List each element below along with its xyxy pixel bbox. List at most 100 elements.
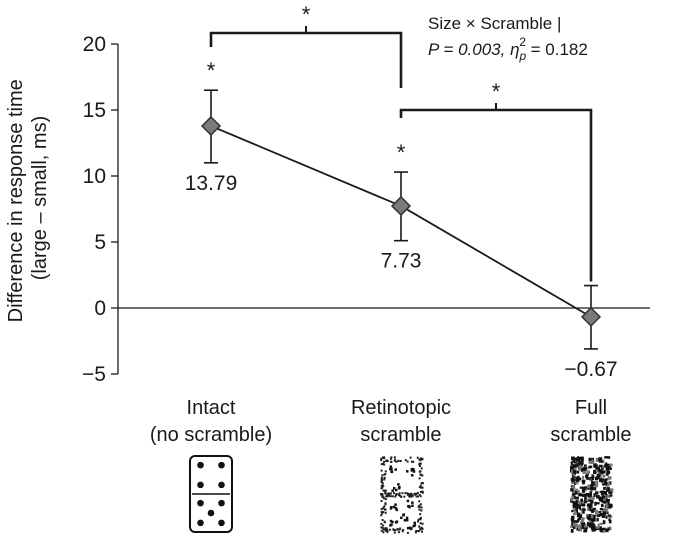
- noise-fragment: [581, 467, 584, 472]
- scramble-fragment: [393, 456, 396, 459]
- scramble-fragment: [406, 493, 409, 496]
- scramble-fragment: [407, 505, 410, 508]
- noise-fragment: [585, 473, 589, 476]
- noise-fragment: [587, 493, 592, 498]
- scramble-fragment: [383, 497, 386, 500]
- noise-fragment: [573, 520, 577, 524]
- scramble-fragment: [385, 529, 388, 532]
- significance-star: *: [207, 58, 216, 83]
- domino-retinotopic-scramble-icon: [380, 456, 424, 534]
- category-labels: Intact(no scramble)RetinotopicscrambleFu…: [150, 397, 632, 446]
- scramble-fragment: [380, 508, 383, 511]
- noise-fragment: [593, 469, 597, 474]
- data-label: 13.79: [185, 172, 238, 195]
- domino-pip: [197, 481, 204, 489]
- noise-fragment: [591, 500, 594, 504]
- noise-fragment: [603, 486, 606, 490]
- y-axis-title-line2: (large – small, ms): [29, 116, 51, 280]
- noise-fragment: [571, 515, 575, 520]
- noise-fragment: [594, 486, 597, 491]
- scramble-fragment: [402, 528, 405, 531]
- noise-fragment: [583, 500, 588, 503]
- scramble-fragment: [403, 518, 407, 522]
- noise-fragment: [601, 509, 605, 512]
- scramble-fragment: [390, 460, 393, 463]
- noise-fragment: [578, 528, 582, 532]
- scramble-fragment: [381, 474, 384, 477]
- noise-fragment: [604, 456, 608, 459]
- noise-fragment: [573, 467, 577, 472]
- scramble-fragment: [410, 474, 414, 477]
- y-tick-label: 10: [83, 165, 106, 188]
- noise-fragment: [592, 481, 596, 486]
- comparison-bracket: [399, 108, 593, 282]
- scramble-fragment: [404, 459, 407, 462]
- noise-fragment: [607, 456, 611, 459]
- noise-fragment: [602, 496, 606, 501]
- scramble-fragment: [390, 456, 393, 459]
- noise-fragment: [607, 476, 611, 480]
- scramble-fragment: [384, 498, 387, 501]
- noise-fragment: [606, 511, 609, 515]
- scramble-fragment: [384, 489, 387, 492]
- noise-fragment: [580, 521, 584, 525]
- noise-fragment: [596, 517, 599, 522]
- scramble-fragment: [410, 460, 413, 463]
- noise-fragment: [597, 457, 601, 462]
- scramble-fragment: [380, 484, 383, 487]
- scramble-fragment: [417, 520, 420, 523]
- scramble-fragment: [386, 529, 389, 532]
- noise-fragment: [607, 527, 611, 531]
- scramble-fragment: [381, 482, 384, 485]
- scramble-fragment: [388, 492, 391, 495]
- data-labels: 13.79*7.73*−0.67: [185, 58, 618, 381]
- noise-fragment: [605, 504, 609, 508]
- noise-fragment: [602, 529, 606, 533]
- noise-fragment: [575, 496, 579, 500]
- scramble-fragment: [385, 527, 388, 530]
- noise-fragment: [587, 516, 591, 520]
- scramble-fragment: [384, 527, 387, 530]
- scramble-fragment: [390, 470, 394, 473]
- scramble-fragment: [387, 494, 390, 497]
- scramble-fragment: [401, 530, 404, 533]
- scramble-fragment: [385, 459, 388, 462]
- noise-fragment: [574, 488, 579, 492]
- scramble-fragment: [389, 457, 392, 460]
- scramble-fragment: [400, 495, 403, 498]
- noise-fragment: [576, 459, 581, 462]
- noise-fragment: [579, 486, 583, 489]
- scramble-fragment: [406, 460, 409, 463]
- scramble-fragment: [411, 501, 414, 504]
- domino-pip: [197, 461, 204, 469]
- noise-fragment: [605, 509, 609, 513]
- comparison-star: *: [302, 2, 311, 27]
- scramble-fragment: [383, 478, 386, 481]
- scramble-fragment: [381, 495, 384, 498]
- domino-intact-icon: [189, 455, 233, 533]
- noise-fragment: [603, 527, 606, 531]
- noise-fragment: [608, 505, 612, 509]
- noise-fragment: [605, 515, 608, 519]
- scramble-fragment: [380, 514, 383, 517]
- noise-fragment: [581, 461, 584, 465]
- noise-fragment: [588, 460, 592, 464]
- scramble-fragment: [380, 476, 383, 479]
- stimulus-icons: [189, 455, 614, 534]
- scramble-fragment: [386, 528, 389, 531]
- noise-fragment: [585, 498, 590, 503]
- scramble-fragment: [383, 505, 386, 508]
- noise-fragment: [594, 501, 598, 505]
- scramble-fragment: [419, 470, 422, 473]
- scramble-fragment: [417, 530, 420, 533]
- scramble-fragment: [384, 470, 387, 473]
- noise-fragment: [585, 492, 589, 495]
- domino-pip: [218, 461, 225, 469]
- noise-fragment: [591, 528, 595, 532]
- noise-fragment: [589, 490, 593, 493]
- scramble-fragment: [416, 495, 419, 498]
- noise-fragment: [572, 505, 576, 509]
- scramble-fragment: [405, 470, 409, 473]
- scramble-fragment: [413, 524, 417, 527]
- noise-fragment: [604, 463, 609, 468]
